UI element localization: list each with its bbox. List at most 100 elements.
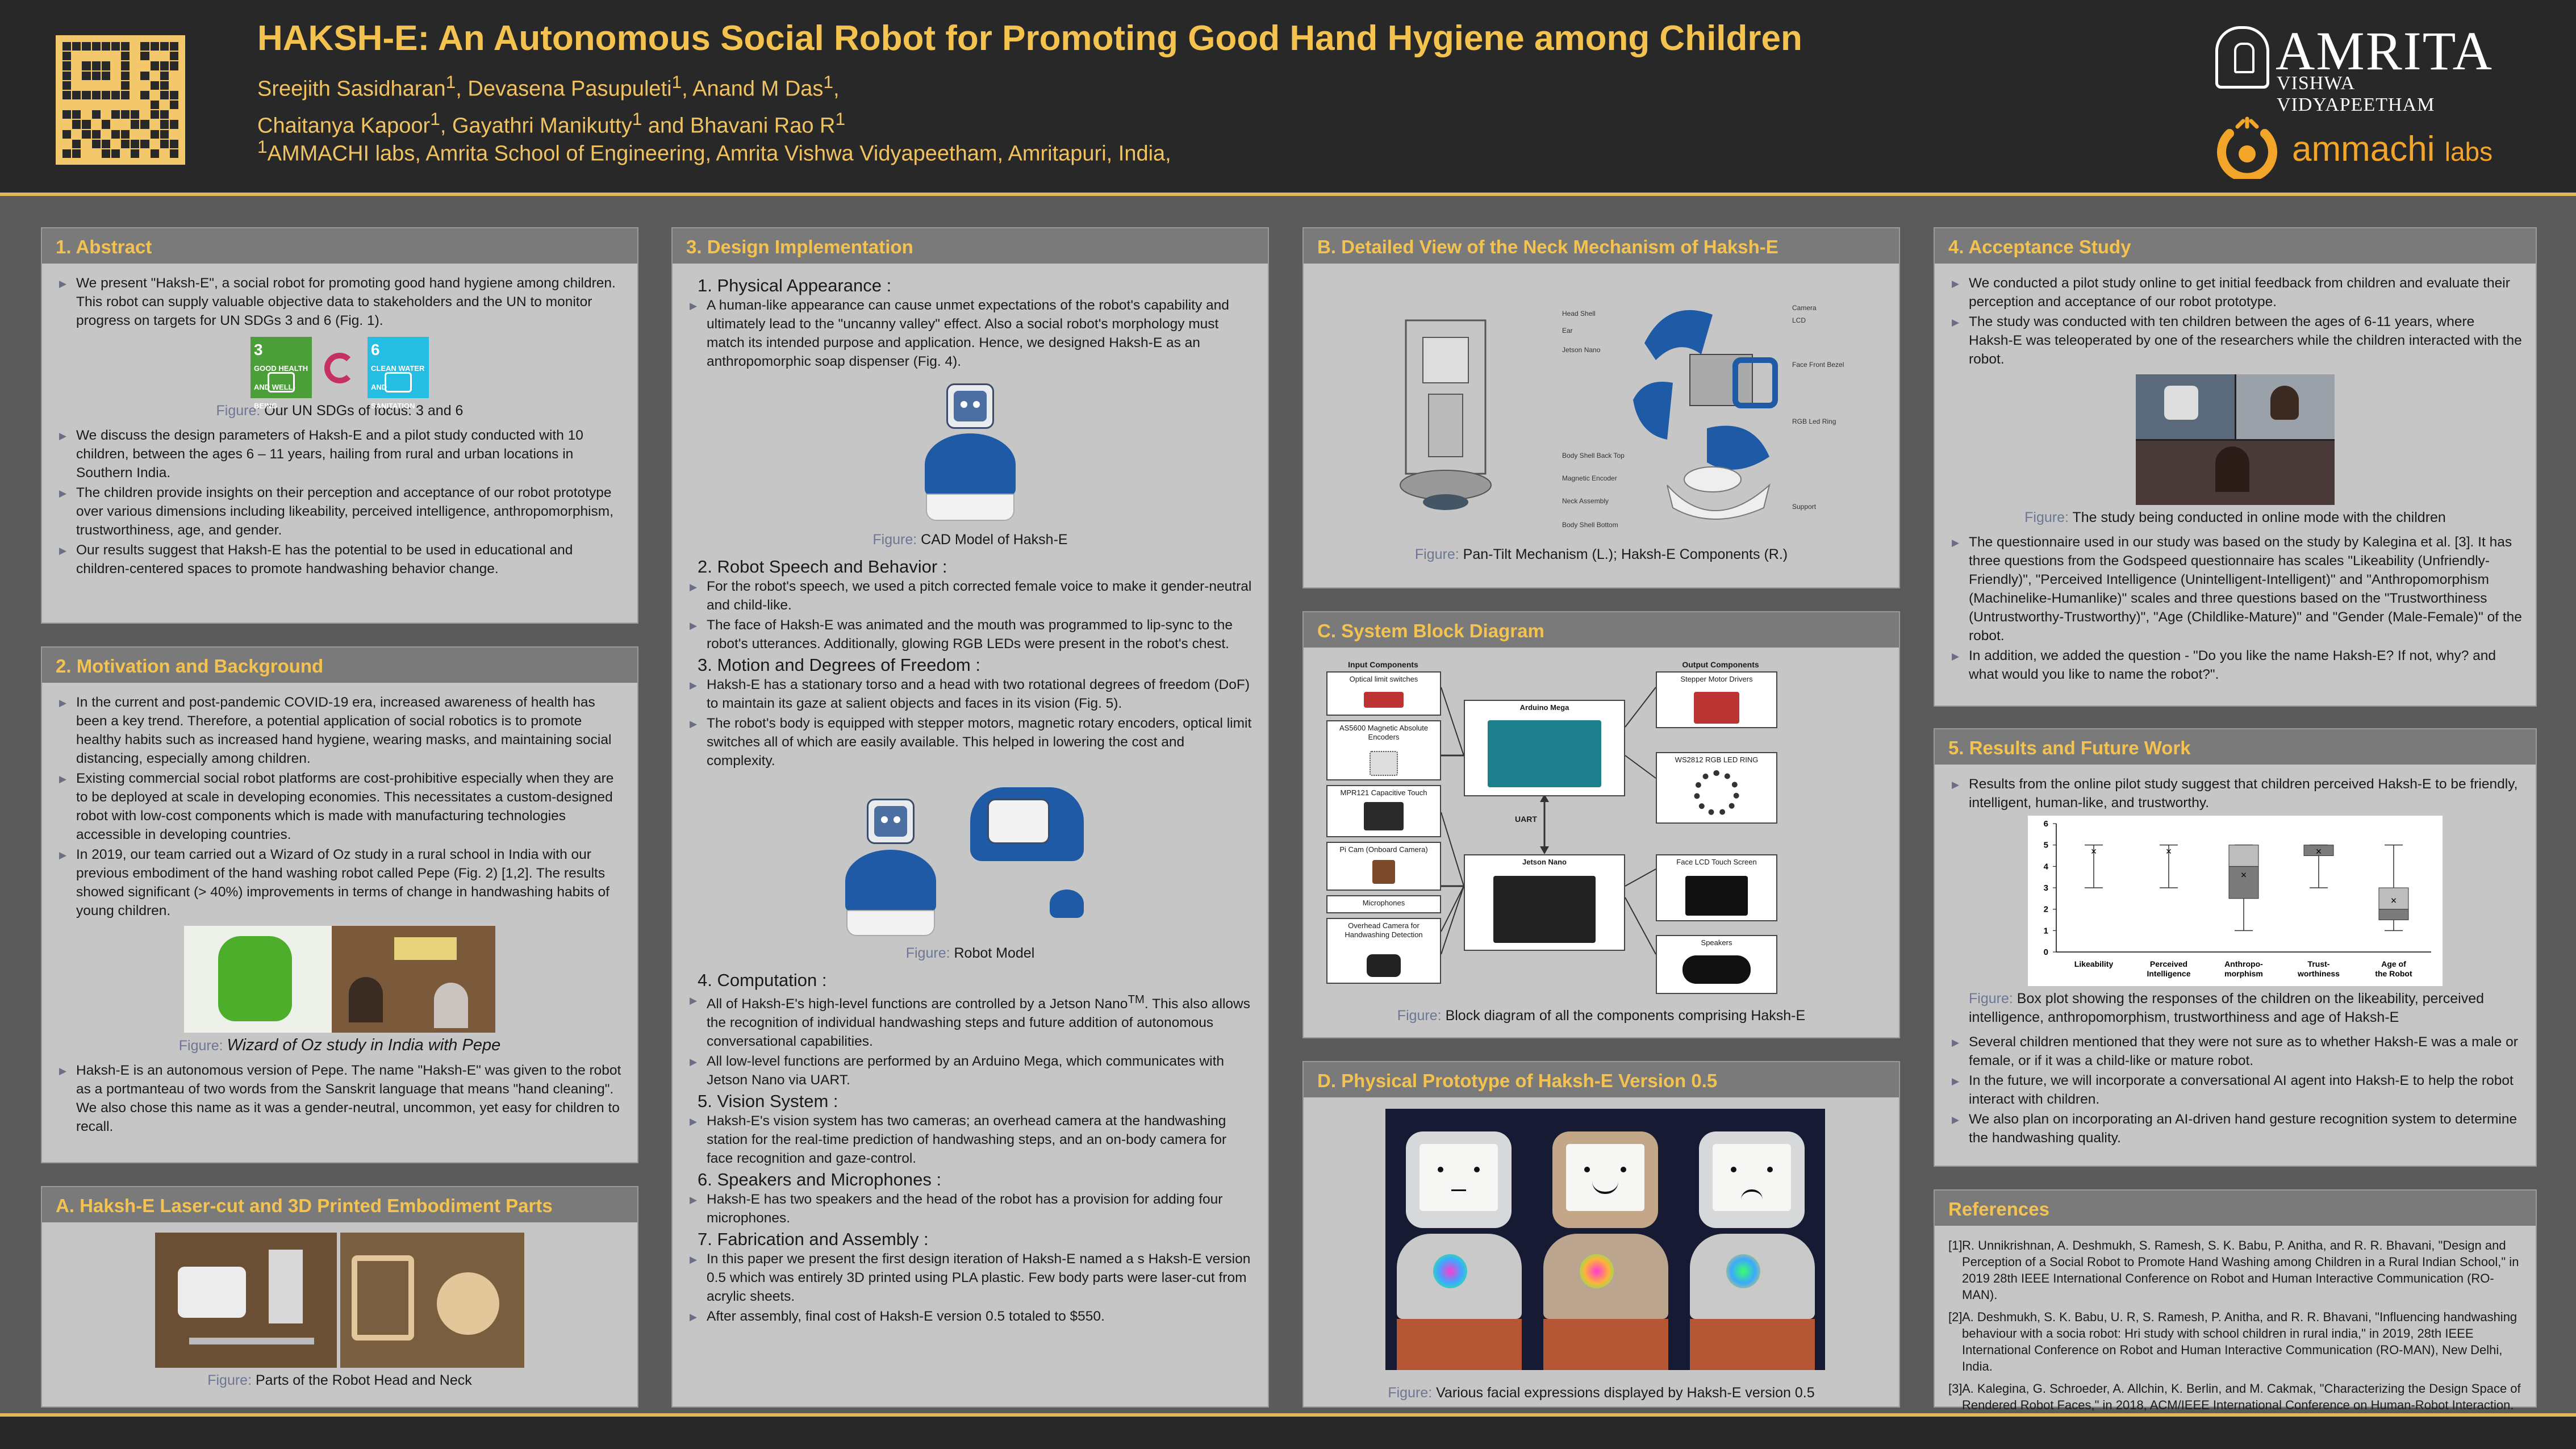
block-speakers: Speakers [1656, 935, 1777, 994]
block-diagram-caption: Figure: Block diagram of all the compone… [1397, 1008, 1806, 1024]
results-bullet-2: Several children mentioned that they wer… [1948, 1033, 2522, 1070]
motivation-heading: 2. Motivation and Background [42, 648, 637, 683]
rgb-led-icon [1433, 1254, 1467, 1288]
reference-item: [2]A. Deshmukh, S. K. Babu, U. R, S. Ram… [1948, 1310, 2517, 1373]
block-diagram-connectors [1441, 687, 1656, 955]
head-parts-photo [155, 1233, 337, 1368]
classroom-photo [332, 926, 495, 1033]
box-mean-marker: × [2091, 846, 2097, 857]
input-components-title: Input Components [1348, 660, 1418, 669]
prototype-face-3 [1679, 1109, 1825, 1370]
embodiment-parts-heading: A. Haksh-E Laser-cut and 3D Printed Embo… [42, 1187, 637, 1222]
motion-bullet-2: The robot's body is equipped with steppe… [686, 714, 1254, 770]
y-tick-label: 6 [2044, 819, 2048, 829]
online-study-caption: Figure: The study being conducted in onl… [2024, 510, 2446, 525]
authors-line-2: Chaitanya Kapoor1, Gayathri Manikutty1 a… [257, 108, 846, 138]
water-glass-icon [385, 372, 412, 392]
rgb-led-icon [1726, 1254, 1760, 1288]
ammachi-logo-text: ammachi labs [2292, 130, 2493, 169]
abstract-heading: 1. Abstract [42, 228, 637, 264]
laser-cut-parts-photo [340, 1233, 524, 1368]
robot-model-figure [828, 776, 1112, 941]
x-category-label: Age of [2381, 959, 2406, 968]
ammachi-logo: ammachi labs [2212, 116, 2519, 179]
acceptance-body: We conducted a pilot study online to get… [1935, 264, 2536, 691]
haksh-e-components-drawing [1633, 310, 1778, 520]
wizard-of-oz-photo [184, 926, 495, 1033]
box-mean-marker: × [2166, 846, 2172, 857]
swirl-icon [324, 353, 355, 383]
abstract-figure-caption: Figure: Our UN SDGs of focus: 3 and 6 [216, 403, 464, 419]
abstract-body: We present "Haksh-E", a social robot for… [42, 264, 637, 585]
video-tile-robot [2136, 374, 2235, 439]
x-category-label: Likeability [2074, 959, 2114, 968]
block-stepper-drivers: Stepper Motor Drivers [1656, 671, 1777, 728]
block-pi-cam: Pi Cam (Onboard Camera) [1326, 842, 1441, 891]
motivation-body: In the current and post-pandemic COVID-1… [42, 683, 637, 1143]
box-upper [2228, 845, 2259, 867]
fabrication-bullet-1: In this paper we present the first desig… [686, 1250, 1254, 1306]
video-tile-researcher [2236, 374, 2335, 439]
motivation-bullet-4: Haksh-E is an autonomous version of Pepe… [56, 1061, 624, 1136]
references-panel: References [1]R. Unnikrishnan, A. Deshmu… [1934, 1189, 2537, 1412]
motivation-panel: 2. Motivation and Background In the curr… [41, 646, 638, 1163]
prototype-figure-caption: Figure: Various facial expressions displ… [1388, 1385, 1815, 1401]
box-lower [2378, 909, 2409, 921]
embodiment-figure-caption: Figure: Parts of the Robot Head and Neck [207, 1372, 472, 1388]
output-components-title: Output Components [1682, 660, 1759, 669]
motivation-bullet-2: Existing commercial social robot platfor… [56, 769, 624, 844]
cad-model-figure [913, 377, 1027, 527]
affiliation: 1AMMACHI labs, Amrita School of Engineer… [257, 136, 1171, 166]
results-bullet-4: We also plan on incorporating an AI-driv… [1948, 1110, 2522, 1147]
y-tick-label: 3 [2044, 883, 2048, 893]
vision-heading: 5. Vision System : [698, 1091, 838, 1112]
vision-bullet: Haksh-E's vision system has two cameras;… [686, 1112, 1254, 1168]
y-tick-label: 4 [2044, 862, 2049, 871]
x-category-label: worthiness [2297, 969, 2340, 978]
green-glove-icon [218, 936, 292, 1021]
neck-mechanism-heading: B. Detailed View of the Neck Mechanism o… [1304, 228, 1899, 264]
motion-bullet-1: Haksh-E has a stationary torso and a hea… [686, 675, 1254, 713]
abstract-panel: 1. Abstract We present "Haksh-E", a soci… [41, 227, 638, 624]
motion-heading: 3. Motion and Degrees of Freedom : [698, 655, 980, 675]
abstract-bullet-4: Our results suggest that Haksh-E has the… [56, 541, 624, 578]
block-overhead-camera: Overhead Camera for Handwashing Detectio… [1326, 918, 1441, 984]
robot-exploded-icon [965, 776, 1095, 890]
acceptance-bullet-2: The study was conducted with ten childre… [1948, 312, 2522, 369]
block-diagram: Input Components Output Components Optic… [1304, 648, 1899, 1034]
reference-item: [1]R. Unnikrishnan, A. Deshmukh, S. Rame… [1948, 1238, 2519, 1302]
amrita-logo: AMRITA VISHWA VIDYAPEETHAM [2215, 20, 2511, 115]
speech-bullet-2: The face of Haksh-E was animated and the… [686, 616, 1254, 653]
physical-appearance-heading: 1. Physical Appearance : [698, 275, 892, 295]
references-heading: References [1935, 1191, 2536, 1226]
acceptance-bullet-4: In addition, we added the question - "Do… [1948, 646, 2522, 684]
x-category-label: Anthropo- [2224, 959, 2263, 968]
robot-cad-icon [913, 377, 1027, 527]
robot-model-caption: Figure: Robot Model [905, 945, 1035, 961]
robot-front-icon [834, 799, 947, 941]
cad-figure-caption: Figure: CAD Model of Haksh-E [872, 532, 1068, 548]
results-body: Results from the online pilot study sugg… [1935, 765, 2536, 1154]
box-lower [2303, 845, 2334, 857]
amrita-logo-name: AMRITA [2276, 20, 2493, 81]
block-limit-switches: Optical limit switches [1326, 671, 1441, 716]
y-tick-label: 1 [2044, 926, 2048, 936]
poster-title: HAKSH-E: An Autonomous Social Robot for … [257, 19, 1802, 58]
physical-prototype-panel: D. Physical Prototype of Haksh-E Version… [1302, 1061, 1900, 1408]
design-heading: 3. Design Implementation [673, 228, 1268, 264]
embodiment-parts-panel: A. Haksh-E Laser-cut and 3D Printed Embo… [41, 1186, 638, 1408]
amrita-logo-sub: VISHWA VIDYAPEETHAM [2277, 73, 2435, 115]
references-list: [1]R. Unnikrishnan, A. Deshmukh, S. Rame… [1935, 1226, 2536, 1425]
physical-appearance-bullet: A human-like appearance can cause unmet … [686, 296, 1254, 371]
x-category-label: the Robot [2375, 969, 2412, 978]
motivation-figure-caption: Figure: Wizard of Oz study in India with… [178, 1036, 501, 1054]
qr-code[interactable] [56, 35, 185, 165]
uart-label: UART [1515, 815, 1537, 824]
block-diagram-heading: C. System Block Diagram [1304, 612, 1899, 648]
prototype-face-1 [1385, 1109, 1532, 1370]
speech-heading: 2. Robot Speech and Behavior : [698, 557, 947, 577]
pan-tilt-mechanism-drawing [1400, 319, 1492, 510]
heartbeat-icon [268, 372, 295, 392]
